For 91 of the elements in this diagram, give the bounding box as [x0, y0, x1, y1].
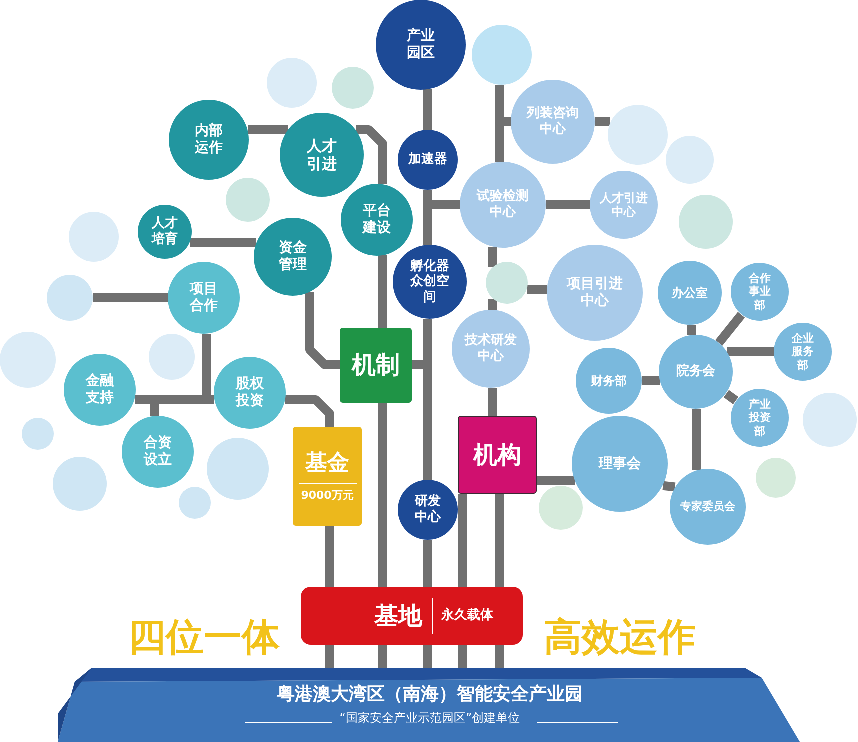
bubble [53, 457, 107, 511]
bubble [149, 334, 195, 380]
connector-line [378, 403, 388, 587]
connector-line [458, 494, 468, 587]
node-label: 人才引进 [306, 137, 338, 173]
node-label: 孵化器众创空间 [410, 258, 450, 306]
node-label: 股权投资 [236, 376, 264, 410]
connector-line [424, 540, 432, 587]
node-label: 产业园区 [406, 28, 436, 62]
connector-line [496, 494, 504, 587]
node-label: 机制 [352, 351, 400, 380]
slogan-text: 高效运作 [544, 614, 696, 661]
circle-node [341, 184, 413, 256]
base-subtitle: “国家安全产业示范园区”创建单位 [340, 710, 520, 725]
label-box [301, 587, 523, 645]
bubble [332, 67, 374, 109]
connector-line [546, 200, 590, 210]
connector-line [496, 645, 504, 668]
connector-line [595, 118, 610, 126]
label-box [340, 328, 412, 403]
connector-line [527, 286, 547, 294]
bubble [803, 393, 857, 447]
connector-line [424, 645, 432, 668]
node-label: 院务会 [676, 364, 716, 380]
node-label: 项目引进中心 [566, 276, 624, 310]
connector-line [716, 312, 746, 346]
connector-line [424, 190, 432, 245]
node-label: 基金 [306, 450, 350, 478]
connector-line [488, 388, 498, 416]
node-label: 金融支持 [86, 373, 114, 407]
connector-line [424, 90, 432, 130]
connector-line [248, 126, 288, 134]
node-label: 基地 [374, 598, 432, 634]
node-label: 永久载体 [440, 608, 494, 624]
slogan-text: 四位一体 [128, 614, 280, 661]
node-label: 办公室 [672, 286, 708, 300]
connector-line [326, 526, 334, 587]
node-label: 项目合作 [190, 281, 218, 315]
connector-line [728, 348, 774, 356]
node-label: 机构 [474, 440, 522, 470]
bubble [539, 486, 583, 530]
node-label: 研发中心 [414, 494, 442, 526]
connector-line [724, 390, 739, 404]
node-label: 人才培育 [152, 216, 178, 248]
label-box [458, 416, 537, 494]
node-label: 专家委员会 [680, 500, 736, 514]
connector-line [93, 294, 168, 302]
bubble [756, 458, 796, 498]
node-label: 加速器 [408, 152, 448, 168]
circle-node [138, 205, 192, 259]
node-label: 企业服务部 [792, 332, 814, 372]
node-label: 平台建设 [362, 203, 392, 237]
node-label: 技术研发中心 [464, 333, 518, 365]
bubble [22, 418, 54, 450]
connector-line [458, 645, 468, 668]
node-label: 人才引进中心 [600, 190, 648, 220]
connector-line [688, 325, 696, 335]
connector-line [537, 476, 575, 486]
node-label: 财务部 [590, 374, 628, 388]
connector-line [488, 247, 498, 267]
bubble [47, 275, 93, 321]
bubble [179, 487, 211, 519]
circle-node [122, 416, 194, 488]
node-label: 内部运作 [194, 123, 224, 157]
connector-line [326, 645, 334, 668]
connector-line [356, 126, 388, 184]
connector-line [306, 292, 340, 370]
node-label: 产业投资部 [748, 398, 772, 438]
connector-line [378, 645, 388, 668]
connector-line [424, 319, 432, 480]
bubble [679, 195, 733, 249]
bubble [226, 178, 270, 222]
connector-line [692, 409, 702, 470]
connector-line [378, 256, 388, 328]
node-label: 资金管理 [278, 240, 308, 274]
connector-line [662, 481, 676, 492]
node-label: 试验检测中心 [476, 189, 530, 221]
node-label: 合作事业部 [748, 272, 772, 312]
connector-line [190, 238, 256, 248]
node-label: 理事会 [598, 456, 642, 472]
node-label: 合资设立 [144, 435, 172, 469]
node-label: 9000万元 [298, 483, 356, 502]
connector-line [488, 299, 498, 310]
bubble [267, 58, 317, 108]
label-box [293, 427, 362, 526]
bubble [666, 136, 714, 184]
connector-line [642, 376, 660, 386]
base-title: 粤港澳大湾区（南海）智能安全产业园 [277, 684, 583, 706]
node-label: 列装咨询中心 [526, 106, 580, 138]
bubble [486, 262, 528, 304]
bubble [69, 212, 119, 262]
